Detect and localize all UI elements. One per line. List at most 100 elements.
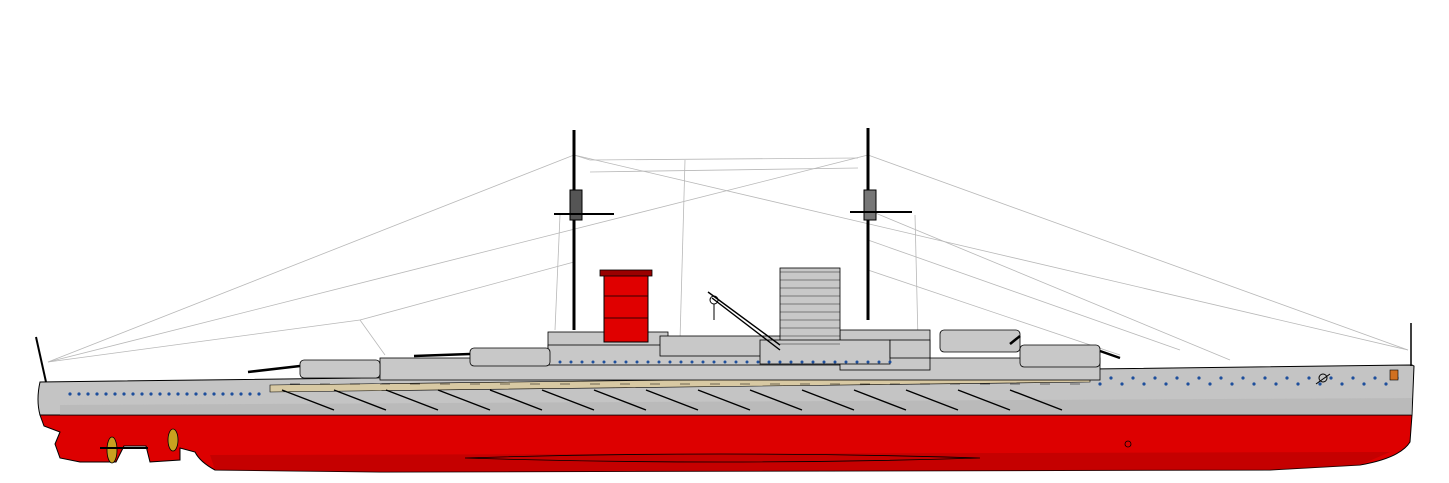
porthole	[657, 360, 661, 364]
porthole	[1098, 382, 1102, 386]
casemate-gun	[697, 389, 751, 411]
porthole	[113, 392, 117, 396]
porthole	[158, 392, 162, 396]
porthole	[767, 360, 771, 364]
porthole	[68, 392, 72, 396]
rigging-line	[867, 239, 1181, 351]
casemate-gun	[801, 389, 855, 411]
casemate-gun	[905, 389, 959, 411]
rigging-line	[867, 154, 1409, 351]
porthole	[811, 360, 815, 364]
bow-crest	[1389, 369, 1399, 381]
rigging-line	[867, 209, 1231, 361]
porthole	[558, 360, 562, 364]
porthole	[1219, 376, 1223, 380]
superstructure-block	[779, 267, 841, 349]
porthole	[230, 392, 234, 396]
porthole	[203, 392, 207, 396]
superstructure-block	[759, 339, 891, 365]
porthole	[1296, 382, 1300, 386]
porthole	[77, 392, 81, 396]
porthole	[140, 392, 144, 396]
porthole	[1351, 376, 1355, 380]
casemate-gun	[437, 389, 491, 411]
porthole	[1230, 382, 1234, 386]
porthole	[1175, 376, 1179, 380]
porthole	[888, 360, 892, 364]
porthole	[690, 360, 694, 364]
rigging-line	[867, 269, 1121, 356]
porthole	[646, 360, 650, 364]
porthole	[679, 360, 683, 364]
rigging-line	[47, 154, 869, 363]
porthole	[1384, 382, 1388, 386]
porthole	[734, 360, 738, 364]
turret-barrel	[1009, 335, 1021, 345]
porthole	[212, 392, 216, 396]
porthole	[1274, 382, 1278, 386]
rigging-line	[554, 214, 561, 331]
porthole	[1241, 376, 1245, 380]
superstructure	[379, 267, 1101, 381]
porthole	[635, 360, 639, 364]
main-turrets	[247, 329, 1121, 379]
porthole	[167, 392, 171, 396]
porthole	[591, 360, 595, 364]
porthole	[1362, 382, 1366, 386]
anchor	[1315, 373, 1331, 385]
porthole	[1186, 382, 1190, 386]
turret-housing	[1019, 344, 1101, 368]
porthole	[1109, 376, 1113, 380]
porthole	[86, 392, 90, 396]
main-top	[863, 189, 877, 221]
porthole	[248, 392, 252, 396]
porthole	[1340, 382, 1344, 386]
casemate-gun	[1009, 389, 1063, 411]
porthole	[1153, 376, 1157, 380]
porthole	[95, 392, 99, 396]
porthole	[1318, 382, 1322, 386]
porthole	[844, 360, 848, 364]
casemate-gun	[749, 389, 803, 411]
turret-housing	[299, 359, 381, 379]
turret-barrel	[1099, 349, 1121, 360]
porthole	[1197, 376, 1201, 380]
rigging-line	[359, 261, 575, 321]
turret-housing	[939, 329, 1021, 353]
hull-waterline-band	[60, 398, 1412, 415]
porthole	[624, 360, 628, 364]
porthole	[756, 360, 760, 364]
porthole	[833, 360, 837, 364]
propellers	[100, 428, 179, 464]
rigging-line	[573, 154, 591, 161]
porthole	[1131, 376, 1135, 380]
turret-barrel	[247, 364, 301, 374]
porthole	[1120, 382, 1124, 386]
stern-staff	[35, 336, 47, 383]
porthole	[257, 392, 261, 396]
funnel	[599, 269, 653, 343]
porthole	[1263, 376, 1267, 380]
porthole	[800, 360, 804, 364]
porthole	[822, 360, 826, 364]
casemate-gun	[541, 389, 595, 411]
masts	[554, 128, 912, 330]
rigging-line	[573, 154, 1409, 351]
porthole	[789, 360, 793, 364]
porthole	[104, 392, 108, 396]
porthole	[1142, 382, 1146, 386]
porthole	[1164, 382, 1168, 386]
porthole	[712, 360, 716, 364]
turret-barrel	[413, 352, 471, 358]
rigging-line	[914, 214, 919, 341]
porthole	[122, 392, 126, 396]
porthole	[1329, 376, 1333, 380]
crane	[707, 291, 781, 351]
porthole	[185, 392, 189, 396]
casemate-gun	[853, 389, 907, 411]
rigging-line	[589, 167, 859, 173]
porthole	[580, 360, 584, 364]
porthole	[701, 360, 705, 364]
